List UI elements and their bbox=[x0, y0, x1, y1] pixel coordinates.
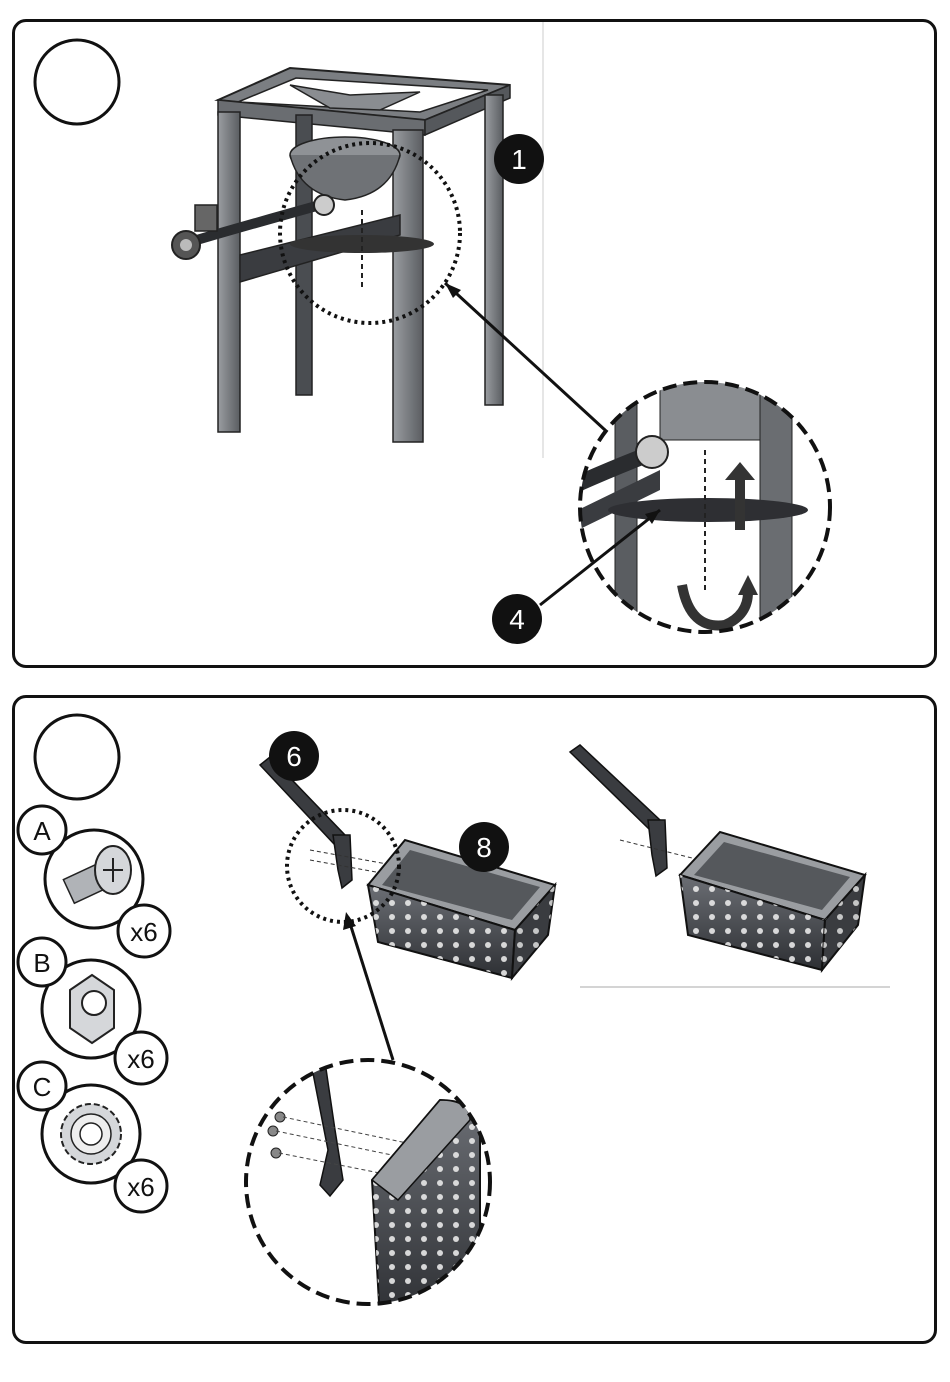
step-number-circle bbox=[35, 40, 119, 124]
detail-view-heat-shield bbox=[575, 380, 830, 640]
callout-4-label: 4 bbox=[509, 604, 525, 635]
callout-1-label: 1 bbox=[511, 144, 527, 175]
leader-line bbox=[445, 283, 605, 430]
step-2-panel bbox=[12, 695, 937, 1344]
